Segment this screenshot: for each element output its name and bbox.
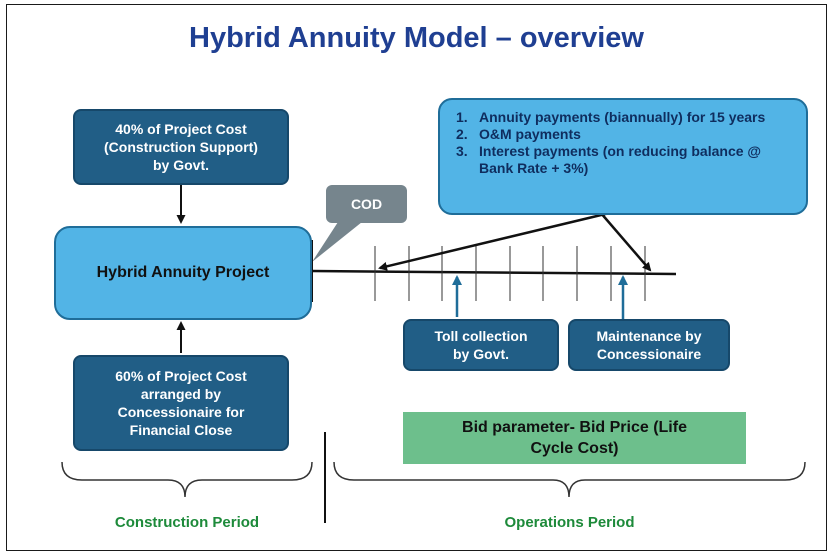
project-box: Hybrid Annuity Project <box>54 226 312 320</box>
slide-title: Hybrid Annuity Model – overview <box>189 22 644 54</box>
bid-parameter-box: Bid parameter- Bid Price (Life Cycle Cos… <box>403 412 746 464</box>
payment-text: Interest payments (on reducing balance @… <box>479 143 762 176</box>
payment-item: 2. O&M payments <box>456 126 792 143</box>
payment-text: O&M payments <box>479 126 581 142</box>
operations-brace <box>333 461 806 498</box>
timeline-line <box>311 269 677 276</box>
payment-item: 3. Interest payments (on reducing balanc… <box>456 143 792 177</box>
concessionaire-finance-box: 60% of Project Cost arranged by Concessi… <box>73 355 289 451</box>
timeline-ticks <box>374 246 646 301</box>
payments-list: 1. Annuity payments (biannually) for 15 … <box>438 98 808 215</box>
construction-period-label: Construction Period <box>114 514 260 531</box>
payment-number: 3. <box>456 143 468 159</box>
cod-callout: COD <box>326 185 407 223</box>
operations-period-label: Operations Period <box>504 514 635 531</box>
toll-collection-box: Toll collection by Govt. <box>403 319 559 371</box>
maintenance-box: Maintenance by Concessionaire <box>568 319 730 371</box>
cod-callout-tail <box>312 222 362 262</box>
payment-number: 1. <box>456 109 468 125</box>
govt-support-box: 40% of Project Cost (Construction Suppor… <box>73 109 289 185</box>
annuity-arrow-left <box>378 208 623 271</box>
payment-item: 1. Annuity payments (biannually) for 15 … <box>456 109 792 126</box>
payment-number: 2. <box>456 126 468 142</box>
annuity-arrow-right <box>599 211 652 272</box>
slide-frame <box>6 4 827 551</box>
payment-text: Annuity payments (biannually) for 15 yea… <box>479 109 766 125</box>
construction-brace <box>61 461 313 498</box>
